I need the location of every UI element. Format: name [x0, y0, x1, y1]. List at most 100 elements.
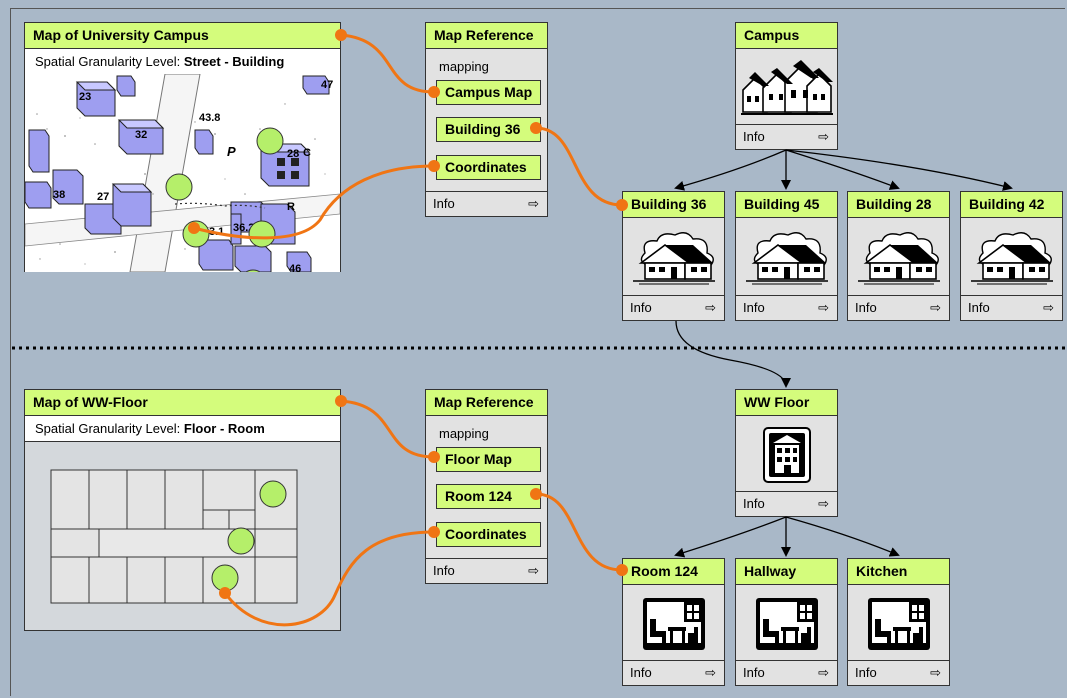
floor-building-icon	[736, 416, 837, 494]
connector-dot	[335, 29, 347, 41]
info-label: Info	[855, 300, 877, 315]
floor-plan-image[interactable]	[25, 441, 340, 631]
arrow-right-icon: ⇨	[930, 300, 941, 315]
reference-item-building-36[interactable]: Building 36	[436, 117, 541, 142]
info-bar[interactable]: Info ⇨	[623, 660, 724, 685]
floor-map-title: Map of WW-Floor	[25, 390, 340, 416]
building-node-45[interactable]: Building 45 Info ⇨	[735, 191, 838, 321]
reference-item-floor-map[interactable]: Floor Map	[436, 447, 541, 472]
info-bar[interactable]: Info ⇨	[736, 491, 837, 516]
info-bar[interactable]: Info⇨	[736, 660, 837, 685]
map-reference-bottom: Map Reference mapping Floor Map Room 124…	[425, 389, 548, 584]
campus-map-granularity: Spatial Granularity Level: Street - Buil…	[25, 49, 340, 75]
info-label: Info	[433, 563, 455, 578]
building-title: Building 45	[736, 192, 837, 218]
info-bar[interactable]: Info ⇨	[736, 124, 837, 149]
campus-title: Campus	[736, 23, 837, 49]
granularity-value: Floor - Room	[183, 421, 265, 436]
map-label-46: 46	[289, 263, 301, 272]
info-bar[interactable]: Info ⇨	[848, 660, 949, 685]
floor-map-panel: Map of WW-Floor Spatial Granularity Leve…	[24, 389, 341, 631]
info-bar[interactable]: Info ⇨	[961, 295, 1062, 320]
map-label-32: 32	[135, 129, 147, 141]
campus-node[interactable]: Campus Info ⇨	[735, 22, 838, 150]
map-label-c: C	[303, 147, 311, 159]
room-title: Kitchen	[848, 559, 949, 585]
arrow-right-icon: ⇨	[528, 196, 539, 211]
connector-dot	[616, 199, 628, 211]
map-reference-title: Map Reference	[426, 23, 547, 49]
building-node-36[interactable]: Building 36 Info⇨	[622, 191, 725, 321]
room-title: Room 124	[623, 559, 724, 585]
building-title: Building 28	[848, 192, 949, 218]
reference-item-coordinates[interactable]: Coordinates	[436, 522, 541, 547]
ww-floor-title: WW Floor	[736, 390, 837, 416]
floor-map-granularity: Spatial Granularity Level: Floor - Room	[25, 416, 340, 442]
mapping-label: mapping	[439, 426, 489, 441]
info-bar[interactable]: Info ⇨	[426, 558, 547, 583]
map-label-43-8: 43.8	[199, 112, 220, 124]
map-reference-top: Map Reference mapping Campus Map Buildin…	[425, 22, 548, 217]
ww-floor-node[interactable]: WW Floor Info ⇨	[735, 389, 838, 517]
granularity-prefix: Spatial Granularity Level:	[35, 54, 181, 69]
map-label-38: 38	[53, 189, 65, 201]
connector-dot	[428, 86, 440, 98]
info-bar[interactable]: Info ⇨	[736, 295, 837, 320]
room-node-124[interactable]: Room 124 Info ⇨	[622, 558, 725, 686]
connector-dot	[428, 451, 440, 463]
connector-dot	[335, 395, 347, 407]
map-marker[interactable]	[256, 127, 284, 155]
map-marker[interactable]	[248, 220, 276, 248]
granularity-prefix: Spatial Granularity Level:	[35, 421, 181, 436]
info-label: Info	[968, 300, 990, 315]
building-title: Building 42	[961, 192, 1062, 218]
floor-marker[interactable]	[227, 527, 255, 555]
building-node-28[interactable]: Building 28 Info ⇨	[847, 191, 950, 321]
info-label: Info	[855, 665, 877, 680]
info-bar[interactable]: Info ⇨	[426, 191, 547, 216]
room-title: Hallway	[736, 559, 837, 585]
arrow-right-icon: ⇨	[818, 129, 829, 144]
map-reference-title: Map Reference	[426, 390, 547, 416]
arrow-right-icon: ⇨	[1043, 300, 1054, 315]
info-label: Info	[743, 300, 765, 315]
room-node-kitchen[interactable]: Kitchen Info ⇨	[847, 558, 950, 686]
connector-dot	[219, 587, 231, 599]
reference-item-campus-map[interactable]: Campus Map	[436, 80, 541, 105]
map-label-28: 28	[287, 148, 299, 160]
info-bar[interactable]: Info ⇨	[848, 295, 949, 320]
building-node-42[interactable]: Building 42 Info ⇨	[960, 191, 1063, 321]
arrow-right-icon: ⇨	[818, 300, 829, 315]
map-label-r: R	[287, 201, 295, 213]
town-houses-icon	[736, 49, 837, 127]
building-title: Building 36	[623, 192, 724, 218]
connector-dot	[428, 160, 440, 172]
info-label: Info	[630, 665, 652, 680]
arrow-right-icon: ⇨	[930, 665, 941, 680]
room-node-hallway[interactable]: Hallway Info⇨	[735, 558, 838, 686]
arrow-right-icon: ⇨	[528, 563, 539, 578]
arrow-right-icon: ⇨	[705, 665, 716, 680]
reference-item-coordinates[interactable]: Coordinates	[436, 155, 541, 180]
campus-map-title: Map of University Campus	[25, 23, 340, 49]
reference-item-room-124[interactable]: Room 124	[436, 484, 541, 509]
map-label-47: 47	[321, 79, 333, 91]
map-marker[interactable]	[165, 173, 193, 201]
map-label-23: 23	[79, 91, 91, 103]
mapping-label: mapping	[439, 59, 489, 74]
info-bar[interactable]: Info⇨	[623, 295, 724, 320]
map-marker[interactable]	[240, 269, 266, 272]
arrow-right-icon: ⇨	[818, 496, 829, 511]
info-label: Info	[743, 129, 765, 144]
floor-marker[interactable]	[259, 480, 287, 508]
map-label-p: P	[227, 144, 236, 159]
connector-dot	[530, 122, 542, 134]
info-label: Info	[743, 496, 765, 511]
connector-dot	[616, 564, 628, 576]
granularity-value: Street - Building	[183, 54, 285, 69]
connector-dot	[428, 526, 440, 538]
arrow-right-icon: ⇨	[705, 300, 716, 315]
info-label: Info	[433, 196, 455, 211]
